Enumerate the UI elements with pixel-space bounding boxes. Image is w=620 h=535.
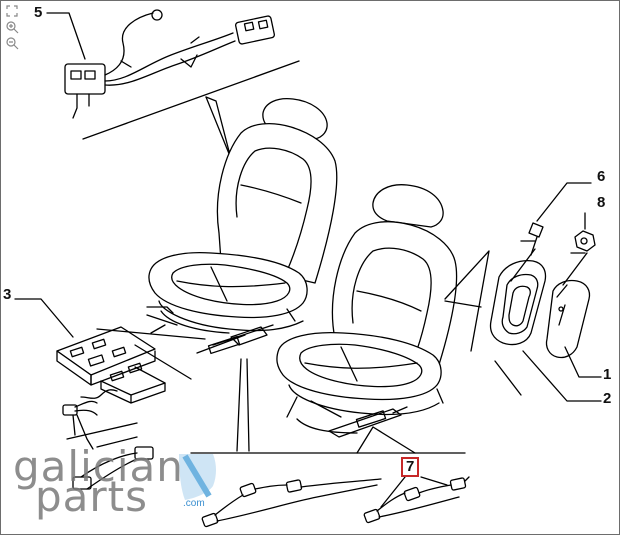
callout-3[interactable]: 3 [3,286,12,303]
side-trim-part-2 [489,259,547,346]
harness-part-7-left [201,478,382,528]
flag-logo-icon [179,454,216,500]
callout-2[interactable]: 2 [603,390,612,407]
nut-part-8 [574,230,596,252]
zoom-in-icon [5,20,18,33]
callout-5[interactable]: 5 [34,4,43,21]
zoom-out-button[interactable] [4,36,20,50]
harness-part-7-right [363,476,470,524]
galicianparts-watermark: galician parts .com [11,446,226,526]
zoom-in-button[interactable] [4,20,20,34]
watermark-line-2: parts [35,472,149,521]
callout-8[interactable]: 8 [597,194,606,211]
wiring-harness-part-5 [64,9,275,119]
side-trim-part-1 [545,279,591,359]
callout-6[interactable]: 6 [597,168,606,185]
callout-7[interactable]: 7 [401,457,420,477]
front-seat-left [146,97,338,355]
watermark-line-1: galician [13,442,184,491]
callout-1[interactable]: 1 [603,366,612,383]
control-module-part-3 [56,326,166,490]
front-seat-right [276,184,458,438]
zoom-toolbar [4,4,20,50]
bolt-part-6 [528,222,544,256]
watermark-suffix: .com [183,498,205,509]
fit-to-screen-button[interactable] [4,4,20,18]
zoom-out-icon [5,36,18,49]
fit-icon [6,5,18,17]
